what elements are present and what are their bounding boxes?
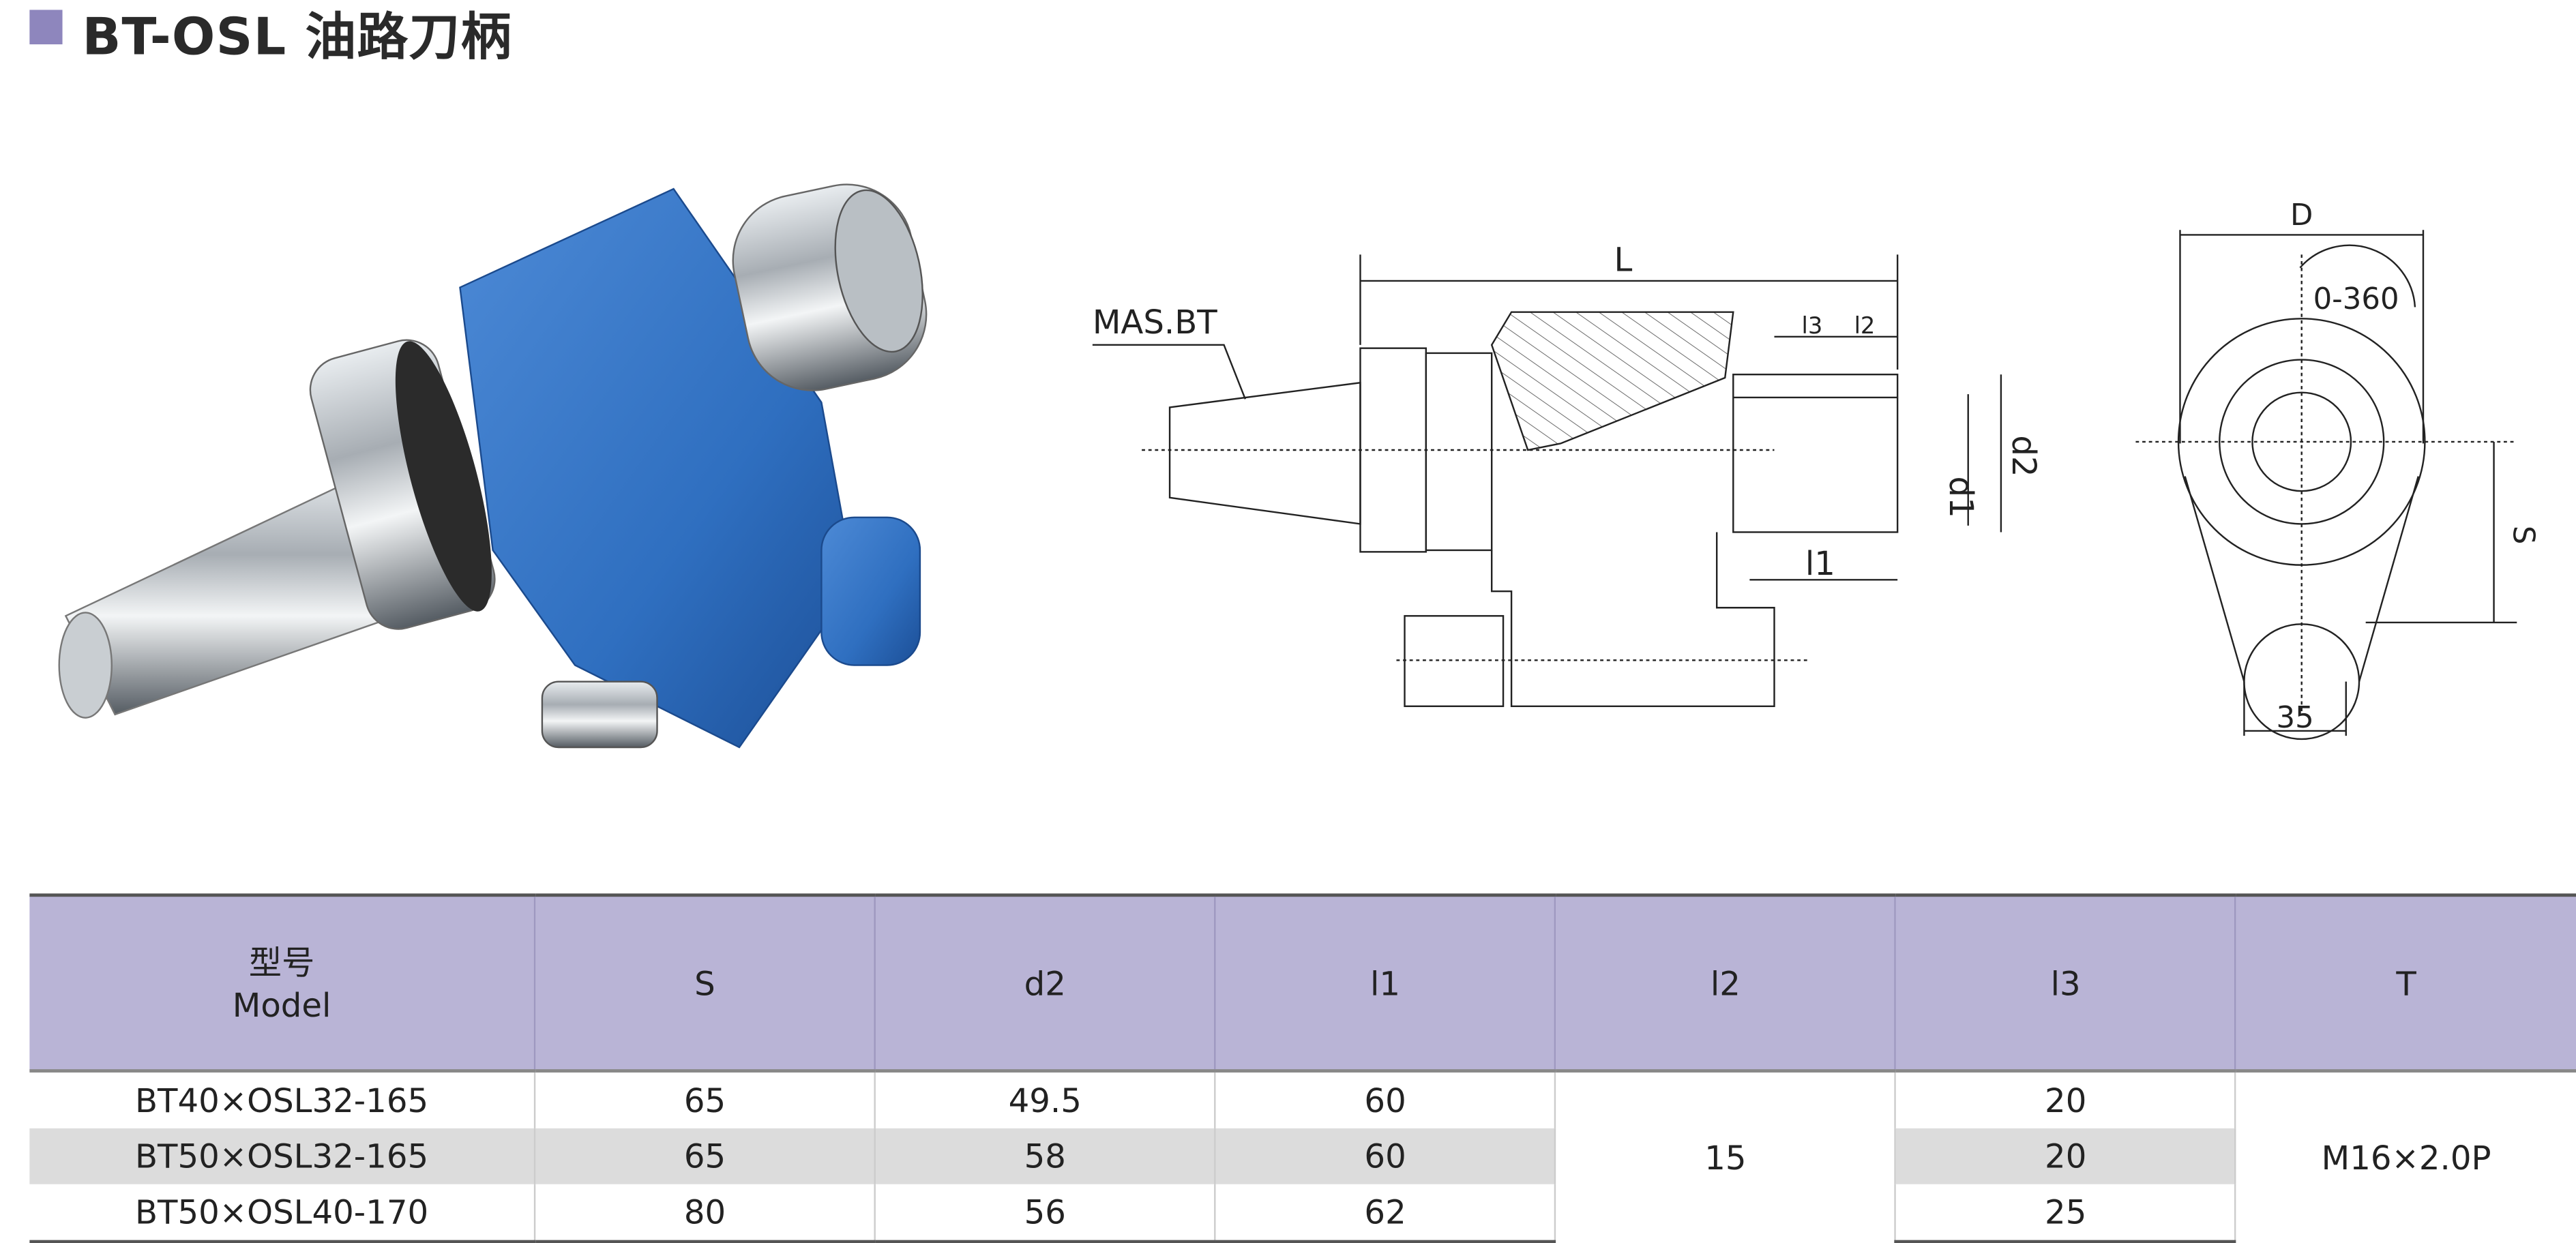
header-model-cn: 型号 [248,942,315,982]
cell-l3: 20 [1895,1128,2236,1184]
table-row: BT50×OSL40-170 80 56 62 25 [29,1184,2576,1243]
label-rotation: 0-360 [2313,282,2399,316]
header-l1: l1 [1214,893,1556,1073]
cell-l1: 62 [1214,1184,1556,1243]
table-row: BT50×OSL32-165 65 58 60 20 [29,1128,2576,1184]
cell-l1: 60 [1214,1128,1556,1184]
header-d2: d2 [874,893,1215,1073]
header-T: T [2234,893,2576,1073]
dim-l1: l1 [1805,545,1835,583]
cell-T: M16×2.0P [2234,1070,2576,1242]
cell-model: BT50×OSL40-170 [29,1184,535,1243]
cell-l1: 60 [1214,1070,1556,1128]
end-view-drawing: D 0-360 S 35 [2135,198,2540,740]
dim-S: S [2506,526,2540,545]
cell-S: 65 [533,1070,875,1128]
dim-l2: l2 [1854,312,1876,339]
cell-d2: 58 [874,1128,1215,1184]
dim-35: 35 [2277,701,2314,735]
cell-l2: 15 [1554,1070,1896,1242]
header-l2: l2 [1554,893,1896,1073]
cell-model: BT40×OSL32-165 [135,1080,429,1120]
product-photo [58,183,928,749]
page-title: BT-OSL 油路刀柄 [82,8,513,68]
side-view-drawing: L MAS.BT l3 l2 l1 d1 d2 [1093,241,2043,707]
table-row: BT40×OSL32-165 65 49.5 60 15 20 M16×2.0P [29,1070,2576,1242]
dim-L: L [1614,241,1632,279]
header-S: S [533,893,875,1073]
title-marker [29,10,63,45]
dim-d2: d2 [2004,435,2043,477]
header-model-en: Model [232,985,331,1024]
cell-model: BT50×OSL32-165 [29,1128,535,1184]
cell-S: 80 [533,1184,875,1243]
cell-d2: 56 [874,1184,1215,1243]
label-mas-bt: MAS.BT [1093,303,1217,342]
header-l3: l3 [1895,893,2236,1073]
cell-l3: 20 [1895,1070,2236,1128]
cell-S: 65 [533,1128,875,1184]
dim-D: D [2290,198,2313,233]
dim-l3: l3 [1801,312,1822,339]
cell-d2: 49.5 [874,1070,1215,1128]
dim-d1: d1 [1942,477,1980,518]
cell-l3: 25 [1895,1184,2236,1243]
